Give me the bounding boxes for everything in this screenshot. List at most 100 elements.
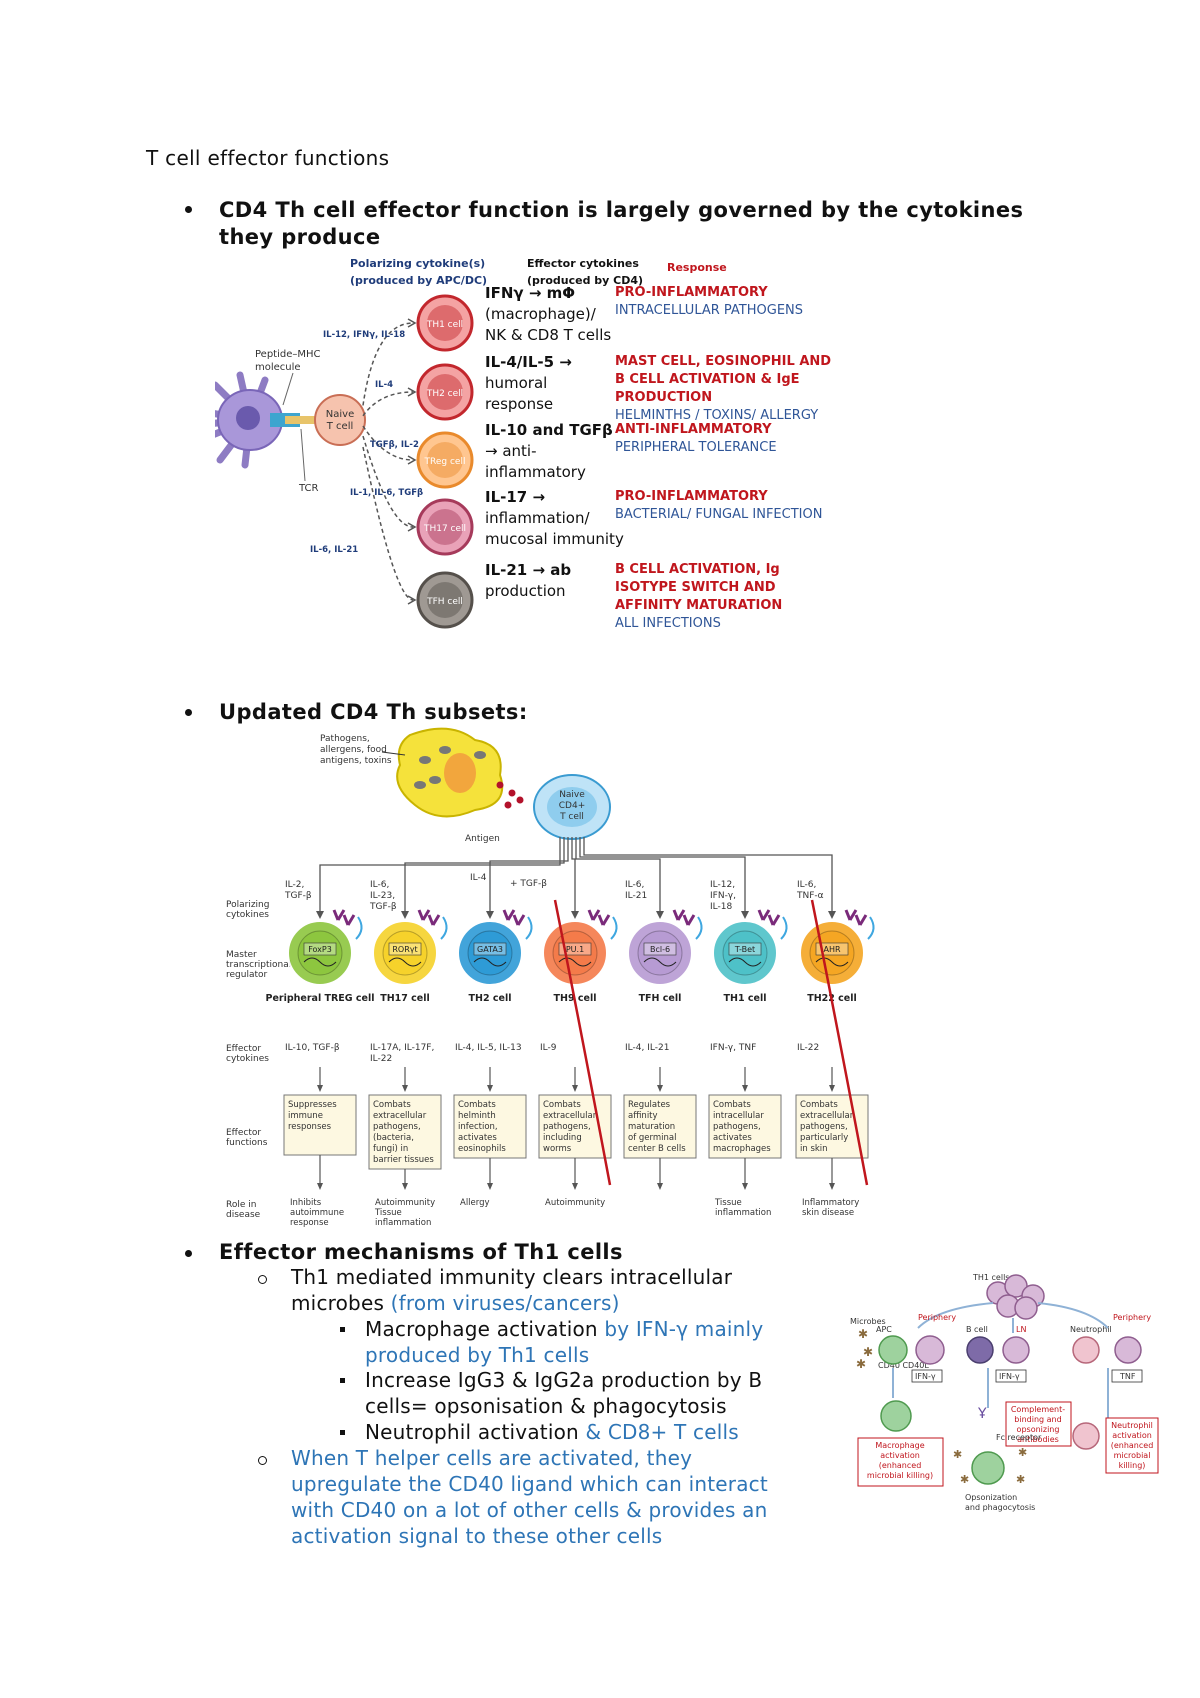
dendritic-cell [215,371,315,469]
effector-cytokine: → anti- [485,442,537,460]
bullet-line: CD4 Th cell effector function is largely… [219,198,1024,222]
effector-function: including [543,1133,582,1143]
role-in-disease: inflammation [375,1218,431,1228]
role-in-disease: skin disease [802,1208,854,1218]
text-span: Macrophage activation [365,1317,605,1341]
subset-name: TH1 cell [724,993,767,1004]
dashed-arrow [362,435,414,528]
polarizing-cytokine: TGF-β [284,891,312,901]
pathogen [429,776,441,784]
complement-label: opsonizing [1017,1425,1060,1434]
tf-box [388,942,422,956]
th-cell-label: TH17 cell [423,524,466,534]
polarizing-cytokine: IL-21 [625,891,647,901]
subset-nucleus [297,930,343,976]
naive-label: T cell [559,812,584,822]
effector-function: Combats [458,1100,496,1110]
neutrophil-box [1105,1417,1159,1474]
opsonization-label: Opsonization [965,1493,1017,1502]
dna-wave [303,957,337,967]
transcription-factor: Bcl-6 [650,945,670,954]
bullet-updated-subsets: Updated CD4 Th subsets: [219,700,528,724]
response-red: ISOTYPE SWITCH AND [615,580,776,595]
effector-cytokine: IFN-γ, TNF [710,1043,756,1053]
dna-wave [473,957,507,967]
transcription-factor: GATA3 [477,945,503,954]
effector-function: center B cells [628,1144,686,1154]
th-cell-label: TFH cell [426,597,463,607]
microbe-icon: ✱ [960,1473,969,1486]
polarizing-cytokine: IL-6, [625,880,644,890]
text-line: Th1 mediated immunity clears intracellul… [291,1265,733,1289]
neutrophil-activation-label: Neutrophil [1111,1421,1153,1430]
complement-label: binding and [1014,1415,1061,1424]
pathogen [474,751,486,759]
effector-function: immune [288,1111,323,1121]
microbe-icon: ✱ [858,1327,868,1341]
arrowhead [407,595,417,605]
effector-function: Combats [713,1100,751,1110]
effector-function: affinity [628,1111,658,1121]
dna-wave [558,957,592,967]
text-span: (from viruses/cancers) [390,1291,620,1315]
branch-line [583,837,833,915]
text-span: microbes [291,1291,391,1315]
response-blue: PERIPHERAL TOLERANCE [615,440,777,455]
effector-cytokine: humoral [485,374,547,392]
role-in-disease: inflammation [715,1208,771,1218]
microbe-icon: ✱ [863,1345,873,1359]
role-in-disease: autoimmune [290,1208,344,1218]
effector-function: in skin [800,1144,828,1154]
dna-wave [388,957,422,967]
bullet-line: they produce [219,225,381,249]
phagocyte [971,1451,1005,1485]
effector-cytokine: NK & CD8 T cells [485,326,611,344]
naive-label: T cell [326,421,354,432]
arrowhead [407,318,417,328]
arrowhead [487,1085,493,1092]
response-blue: HELMINTHS / TOXINS/ ALLERGY [615,408,818,423]
row-label: regulator [226,970,268,980]
dashed-arrow [362,322,414,406]
response-red: PRODUCTION [615,390,712,405]
row-label: transcriptional [226,960,291,970]
receptor [587,909,611,926]
leader-line [381,751,406,756]
b-cell-label: B cell [966,1325,988,1334]
apc-label: molecule [255,362,301,373]
branch-line [319,837,561,915]
bullet-dot [185,206,192,213]
neutrophil-activation-label: microbial [1114,1451,1151,1460]
subset-name: TH2 cell [469,993,512,1004]
th-cell [416,363,474,421]
header-effector: Effector cytokines [527,257,639,270]
response-blue: ALL INFECTIONS [615,616,721,631]
role-in-disease: Allergy [460,1198,490,1208]
th1-sub-macrophage: Macrophage activation by IFN-γ mainly pr… [365,1316,825,1368]
leader-line [282,372,294,406]
polarizing-cytokine: IL-6, [370,880,389,890]
row-label: cytokines [226,1054,269,1064]
tf-box [558,942,592,956]
microbe-icon: ✱ [1018,1446,1027,1459]
periphery-left: Periphery [918,1313,956,1322]
text-line: activation signal to these other cells [291,1524,663,1548]
text-line: produced by Th1 cells [365,1343,590,1367]
list-marker [340,1327,345,1332]
text-line: When T helper cells are activated, they [291,1446,693,1470]
effector-function: infection, [458,1122,498,1132]
tgf-note: + TGF-β [510,879,547,889]
arrowhead [402,1085,408,1092]
branch-line [571,837,576,915]
effector-cytokine: (macrophage)/ [485,305,597,323]
effector-function: Combats [543,1100,581,1110]
th-cell [416,294,474,352]
receptor [332,909,356,926]
effector-function: responses [288,1122,332,1132]
effector-function: pathogens, [713,1122,761,1132]
text-span: & CD8+ T cells [585,1420,739,1444]
effector-function: activates [458,1133,497,1143]
antigen-dot [504,801,512,809]
